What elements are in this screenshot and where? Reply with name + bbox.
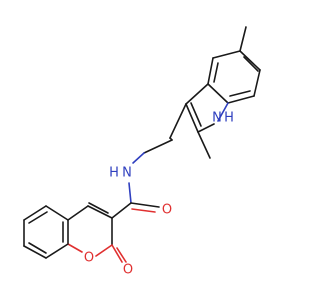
- coumarin-benzene-ring: [23, 205, 69, 259]
- indole-benzene-ring: [207, 50, 261, 104]
- amide-n-label: N: [122, 166, 132, 181]
- indole-h-label: H: [224, 111, 234, 126]
- lactone-o-label: O: [123, 263, 133, 278]
- coumarin-pyranone-ring: [67, 202, 127, 263]
- amide-group: [111, 182, 160, 219]
- amide-o-label: O: [162, 203, 172, 218]
- ethyl-linker: [132, 103, 187, 164]
- amide-h-label: H: [109, 166, 119, 181]
- methyl-bond-2: [197, 131, 211, 159]
- molecule-diagram: N H H N O O O: [23, 26, 261, 278]
- indole-pyrrole-ring: [185, 83, 229, 133]
- methyl-bond-5: [239, 26, 247, 52]
- ring-o-label: O: [84, 251, 94, 266]
- indole-n-label: N: [212, 111, 222, 126]
